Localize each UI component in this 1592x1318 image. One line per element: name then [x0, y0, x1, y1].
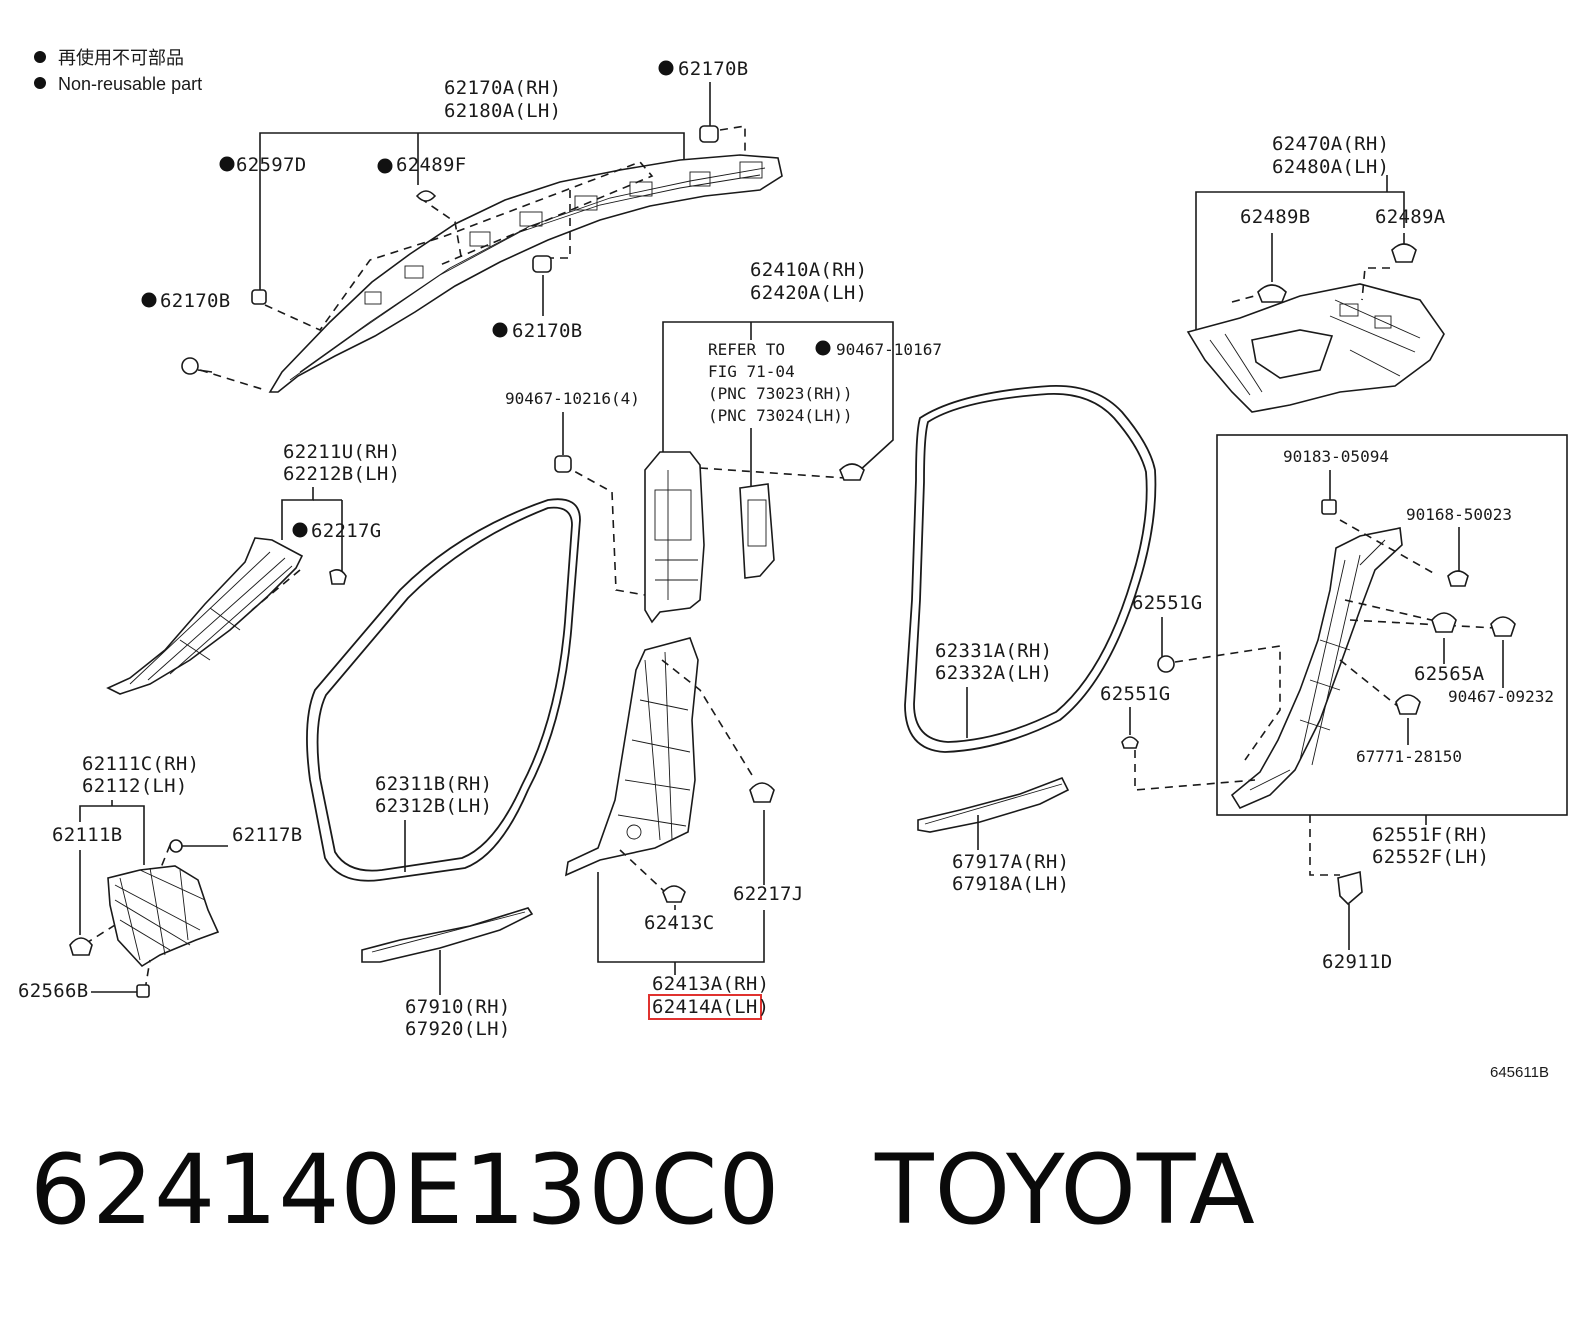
label-62211u: 62211U(RH)	[283, 441, 400, 463]
clip-icon	[1257, 243, 1417, 303]
label-90467-10167: 90467-10167	[836, 340, 942, 359]
label-62911d: 62911D	[1322, 951, 1392, 973]
label-62331a: 62331A(RH)	[935, 640, 1052, 662]
label-62414a: 62414A(LH)	[652, 996, 769, 1018]
rear-door-seal-group: 62331A(RH) 62332A(LH)	[904, 385, 1157, 753]
label-90467-09232: 90467-09232	[1448, 687, 1554, 706]
rear-scuff-plate	[917, 776, 1070, 833]
b-pillar-upper-group: 62410A(RH) 62420A(LH) REFER TO FIG 71-04…	[505, 259, 942, 624]
label-62311b: 62311B(RH)	[375, 773, 492, 795]
label-62170a: 62170A(RH)	[444, 77, 561, 99]
clip-icon	[662, 782, 775, 903]
label-62413a: 62413A(RH)	[652, 973, 769, 995]
label-62489a: 62489A	[1375, 206, 1446, 228]
label-62111b: 62111B	[52, 824, 122, 846]
label-62420a: 62420A(LH)	[750, 282, 867, 304]
non-reusable-dot-icon	[34, 77, 46, 89]
label-62111c: 62111C(RH)	[82, 753, 199, 775]
label-62170b-mid: 62170B	[512, 320, 582, 342]
quarter-upper-group: 62470A(RH) 62480A(LH) 62489B 62489A	[1186, 133, 1446, 413]
label-62413c: 62413C	[644, 912, 714, 934]
non-reusable-dot-icon	[141, 292, 157, 308]
rear-door-weatherstrip	[904, 385, 1157, 753]
legend-jp: 再使用不可部品	[58, 48, 184, 68]
clip-icon	[1121, 499, 1516, 749]
label-62489f: 62489F	[396, 154, 466, 176]
non-reusable-dot-icon	[34, 51, 46, 63]
label-62489b: 62489B	[1240, 206, 1310, 228]
c-pillar-garnish	[1230, 527, 1403, 810]
label-62217j: 62217J	[733, 883, 803, 905]
label-90467-10216: 90467-10216(4)	[505, 389, 640, 408]
non-reusable-dot-icon	[658, 60, 674, 76]
label-62312b: 62312B(LH)	[375, 795, 492, 817]
non-reusable-dot-icon	[815, 340, 831, 356]
label-62565a: 62565A	[1414, 663, 1485, 685]
refer-line-2: FIG 71-04	[708, 362, 795, 381]
non-reusable-dot-icon	[292, 522, 308, 538]
refer-line-3: (PNC 73023(RH))	[708, 384, 853, 403]
highlight-box	[648, 994, 762, 1020]
kick-panel-group: 62111C(RH) 62112(LH) 62111B 62117B 62566…	[18, 753, 302, 1002]
label-67918a: 67918A(LH)	[952, 873, 1069, 895]
label-90183-05094: 90183-05094	[1283, 447, 1389, 466]
non-reusable-dot-icon	[219, 156, 235, 172]
label-62170b-top: 62170B	[678, 58, 748, 80]
label-62212b: 62212B(LH)	[283, 463, 400, 485]
non-reusable-dot-icon	[492, 322, 508, 338]
cowl-side-trim	[106, 537, 304, 695]
label-62112: 62112(LH)	[82, 775, 188, 797]
label-67920: 67920(LH)	[405, 1018, 511, 1040]
label-62470a: 62470A(RH)	[1272, 133, 1389, 155]
front-scuff-plate	[361, 907, 534, 963]
cowl-side-group: 62211U(RH) 62212B(LH) 62217G	[106, 441, 400, 695]
clip-icon	[554, 455, 865, 481]
label-67910: 67910(RH)	[405, 996, 511, 1018]
b-pillar-upper-garnish	[644, 451, 705, 624]
label-62551g-top: 62551G	[1132, 592, 1202, 614]
non-reusable-dot-icon	[377, 158, 393, 174]
front-door-seal-group: 62311B(RH) 62312B(LH)	[306, 498, 581, 882]
label-62117b: 62117B	[232, 824, 302, 846]
label-62552f: 62552F(LH)	[1372, 846, 1489, 868]
belt-adjuster	[739, 483, 775, 579]
label-67917a: 67917A(RH)	[952, 851, 1069, 873]
front-scuff-group: 67910(RH) 67920(LH)	[361, 907, 534, 1040]
b-pillar-lower-group: 62217J 62413C 62413A(RH) 62414A(LH)	[564, 637, 803, 1020]
clip-icon	[329, 568, 347, 585]
inset-box	[1216, 434, 1568, 816]
label-62551f: 62551F(RH)	[1372, 824, 1489, 846]
refer-line-4: (PNC 73024(LH))	[708, 406, 853, 425]
label-62180a: 62180A(LH)	[444, 100, 561, 122]
a-pillar-group: 62170A(RH) 62180A(LH) 62170B 62597D 6248…	[141, 58, 783, 393]
legend: 再使用不可部品 Non-reusable part	[34, 48, 202, 94]
label-90168-50023: 90168-50023	[1406, 505, 1512, 524]
label-62332a: 62332A(LH)	[935, 662, 1052, 684]
part-number: 624140E130C0	[30, 1134, 781, 1246]
label-67771-28150: 67771-28150	[1356, 747, 1462, 766]
label-62480a: 62480A(LH)	[1272, 156, 1389, 178]
label-62551g-low: 62551G	[1100, 683, 1170, 705]
figure-id: 645611B	[1490, 1064, 1549, 1081]
brand-name: TOYOTA	[875, 1134, 1256, 1246]
clip-icon	[69, 839, 183, 998]
rear-scuff-group: 67917A(RH) 67918A(LH)	[917, 776, 1070, 895]
part-caption: 624140E130C0 TOYOTA	[30, 1135, 1570, 1245]
a-pillar-garnish	[268, 154, 783, 393]
b-pillar-lower-garnish	[564, 637, 699, 877]
label-62170b-left: 62170B	[160, 290, 230, 312]
front-door-weatherstrip	[306, 498, 581, 882]
refer-line-1: REFER TO	[708, 340, 785, 359]
clip-62911d-icon	[1337, 870, 1363, 906]
label-62566b: 62566B	[18, 980, 88, 1002]
label-62217g: 62217G	[311, 520, 381, 542]
label-62410a: 62410A(RH)	[750, 259, 867, 281]
c-pillar-group: 90183-05094 90168-50023 62551G 62551G 62…	[1100, 434, 1568, 973]
legend-en: Non-reusable part	[58, 74, 202, 94]
clip-icon	[181, 125, 719, 375]
label-62597d: 62597D	[236, 154, 306, 176]
